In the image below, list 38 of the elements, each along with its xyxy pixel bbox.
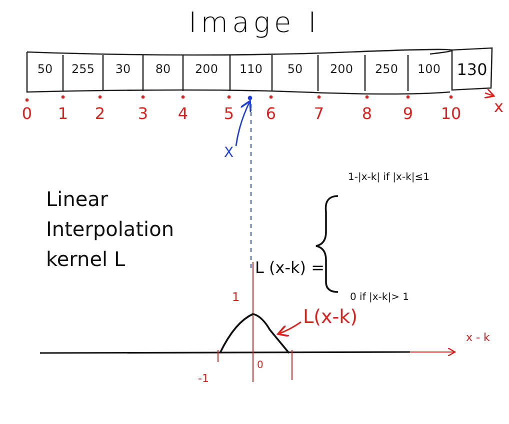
axis-label: x <box>494 97 504 116</box>
axis-tick-label: 4 <box>176 104 190 124</box>
axis-label: x - k <box>466 331 490 344</box>
axis-tick-label: 10 <box>440 104 462 124</box>
pixel-value: 255 <box>70 62 96 76</box>
axis-tick-label: 6 <box>264 104 278 124</box>
kernel-curve <box>219 313 290 354</box>
leader-line <box>235 100 252 146</box>
axis-tick-label: 9 <box>402 104 414 124</box>
axis-tick-label: 2 <box>94 104 106 124</box>
axis-tick-label: -1 <box>198 372 209 386</box>
pixel-value: 80 <box>154 62 172 76</box>
title: Image I <box>188 6 322 39</box>
pixel-value: 30 <box>114 62 132 76</box>
leader-line <box>277 321 302 337</box>
pixel-value: 130 <box>456 60 488 80</box>
axis-tick-label: 3 <box>136 104 150 124</box>
axis-tick-label: 0 <box>20 104 34 124</box>
formula: 1-|x-k| if |x-k|≤1 <box>348 172 430 184</box>
pixel-value: 50 <box>36 62 54 76</box>
formula: L (x-k) = <box>255 258 324 278</box>
axis-tick-label: 0 <box>257 360 264 372</box>
annotation-label: X <box>224 146 234 162</box>
position-point <box>248 96 252 100</box>
pixel-value: 200 <box>329 62 354 76</box>
annotation-label: L(x-k) <box>303 307 358 328</box>
pixel-value: 50 <box>286 62 304 76</box>
pixel-value: 100 <box>416 62 442 76</box>
axis-tick-label: 1 <box>56 104 70 124</box>
axis-tick-label: 8 <box>360 104 374 124</box>
formula: 0 if |x-k|> 1 <box>350 292 409 304</box>
pixel-value: 250 <box>374 62 399 76</box>
axis-tick-label: 1 <box>232 290 240 304</box>
axis-tick-label: 7 <box>312 104 326 124</box>
axis-tick-label: 5 <box>222 104 236 124</box>
pixel-value: 110 <box>238 62 264 76</box>
kernel-caption: Linear Interpolation kernel L <box>46 186 175 273</box>
pixel-value: 200 <box>194 62 219 76</box>
